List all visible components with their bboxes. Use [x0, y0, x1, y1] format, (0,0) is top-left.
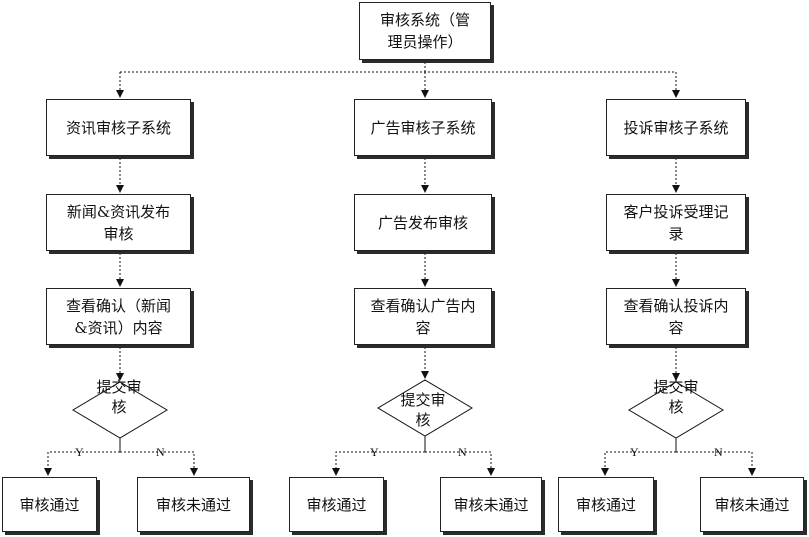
- decision-label-ads: 提交审 核: [388, 390, 458, 430]
- fail-node-ads: 审核未通过: [440, 477, 542, 532]
- publish-node-line2: 录: [668, 224, 684, 243]
- root-node-line1: 审核系统（管: [379, 11, 470, 29]
- decision-label-complaints: 提交审 核: [641, 377, 711, 417]
- fail-node-label: 审核未通过: [453, 495, 529, 514]
- confirm-node-line1: 查看确认广告内: [370, 296, 476, 315]
- confirm-node-news: 查看确认（新闻 &资讯）内容: [46, 288, 191, 345]
- subsystem-node-label: 广告审核子系统: [370, 118, 476, 137]
- yes-label-news: Y: [75, 445, 84, 459]
- decision-label-line1: 提交审: [653, 378, 699, 396]
- subsystem-node-label: 资讯审核子系统: [65, 118, 171, 137]
- pass-node-complaints: 审核通过: [558, 477, 654, 532]
- decision-label-line1: 提交审: [400, 391, 446, 409]
- subsystem-node-label: 投诉审核子系统: [623, 118, 729, 137]
- confirm-node-line2: &资讯）内容: [74, 318, 163, 337]
- no-label-complaints: N: [714, 445, 723, 459]
- confirm-node-line2: 容: [415, 318, 431, 337]
- fail-node-label: 审核未通过: [714, 495, 790, 514]
- decision-label-news: 提交审 核: [84, 377, 154, 417]
- fail-node-news: 审核未通过: [137, 477, 250, 532]
- fail-node-complaints: 审核未通过: [700, 477, 804, 532]
- publish-node-complaints: 客户投诉受理记 录: [606, 194, 746, 251]
- decision-label-line2: 核: [415, 411, 431, 429]
- edge-ads-no-branch: [425, 451, 495, 476]
- decision-label-line1: 提交审: [96, 378, 142, 396]
- pass-node-ads: 审核通过: [289, 477, 384, 532]
- publish-node-line1: 客户投诉受理记: [623, 202, 729, 221]
- subsystem-node-complaints: 投诉审核子系统: [606, 99, 746, 156]
- confirm-node-complaints: 查看确认投诉内 容: [606, 288, 746, 345]
- subsystem-node-news: 资讯审核子系统: [46, 99, 191, 156]
- pass-node-label: 审核通过: [575, 495, 636, 514]
- root-node-audit-system: 审核系统（管 理员操作）: [359, 2, 491, 60]
- edge-news-no-branch: [120, 451, 198, 476]
- confirm-node-line2: 容: [668, 318, 684, 337]
- publish-node-line2: 审核: [103, 224, 134, 243]
- edge-ads-yes-branch: [332, 451, 425, 476]
- fail-node-label: 审核未通过: [155, 495, 231, 514]
- edge-news-yes-branch: [44, 451, 120, 476]
- publish-node-line1: 广告发布审核: [377, 213, 468, 232]
- no-label-news: N: [156, 445, 165, 459]
- root-node-line2: 理员操作）: [387, 33, 463, 51]
- no-label-ads: N: [458, 445, 467, 459]
- decision-label-line2: 核: [111, 398, 127, 416]
- publish-node-ads: 广告发布审核: [354, 194, 492, 251]
- decision-label-line2: 核: [668, 398, 684, 416]
- subsystem-node-ads: 广告审核子系统: [354, 99, 492, 156]
- confirm-node-line1: 查看确认投诉内: [623, 296, 729, 315]
- publish-node-news: 新闻&资讯发布 审核: [46, 194, 191, 251]
- pass-node-label: 审核通过: [19, 495, 80, 514]
- confirm-node-line1: 查看确认（新闻: [65, 296, 171, 315]
- pass-node-news: 审核通过: [2, 477, 97, 532]
- yes-label-complaints: Y: [630, 445, 639, 459]
- edge-complaints-yes-branch: [601, 451, 676, 476]
- confirm-node-ads: 查看确认广告内 容: [354, 288, 492, 345]
- pass-node-label: 审核通过: [306, 495, 367, 514]
- yes-label-ads: Y: [370, 445, 379, 459]
- publish-node-line1: 新闻&资讯发布: [66, 202, 171, 221]
- edge-complaints-no-branch: [676, 451, 756, 476]
